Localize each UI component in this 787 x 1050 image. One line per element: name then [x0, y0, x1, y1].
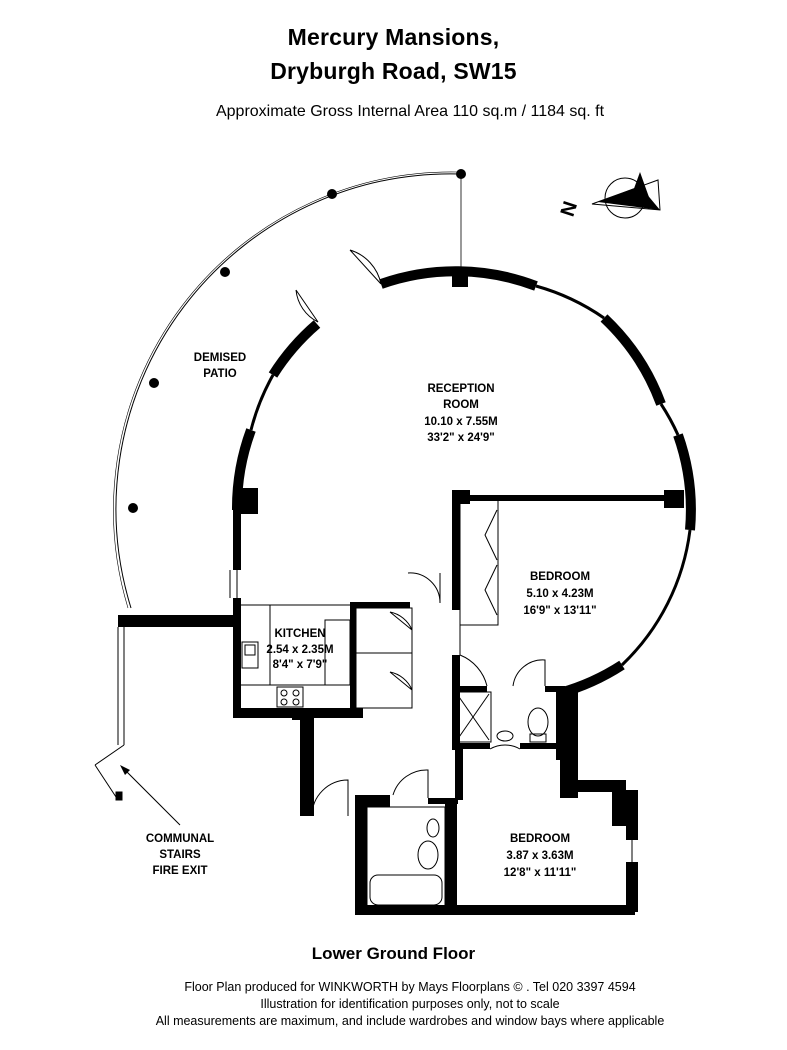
patio-posts: [128, 169, 466, 513]
reception-metric: 10.10 x 7.55M: [424, 416, 498, 428]
kitchen-imperial: 8'4" x 7'9": [273, 659, 328, 671]
reception-name-line2: ROOM: [443, 399, 479, 411]
property-name: Mercury Mansions,: [287, 24, 500, 50]
door-swings: [94, 249, 546, 817]
footer-credit: Floor Plan produced for WINKWORTH by May…: [184, 980, 636, 994]
bedroom1-name: BEDROOM: [530, 571, 590, 583]
internal-lines: [117, 499, 633, 908]
kitchen-sink: [241, 641, 259, 669]
kitchen-name: KITCHEN: [274, 628, 325, 640]
footer-disclaimer: Illustration for identification purposes…: [260, 997, 560, 1011]
bedroom1-imperial: 16'9" x 13'11": [523, 605, 596, 617]
floor-label: Lower Ground Floor: [311, 944, 476, 963]
stairs-label-line2: STAIRS: [159, 849, 201, 861]
demised-patio-boundary: [113, 171, 462, 609]
walls: [118, 275, 684, 915]
property-address: Dryburgh Road, SW15: [270, 58, 517, 84]
stairs-arrow-icon: [120, 765, 181, 826]
gross-internal-area: Approximate Gross Internal Area 110 sq.m…: [215, 103, 605, 120]
stairs-label-line3: FIRE EXIT: [153, 865, 208, 877]
compass-icon: N: [557, 172, 661, 220]
compass-north-label: N: [557, 199, 582, 220]
bedroom2-imperial: 12'8" x 11'11": [504, 867, 577, 879]
wc-fixtures: [417, 707, 549, 870]
reception-name-line1: RECEPTION: [427, 383, 494, 395]
kitchen-hob: [276, 686, 304, 708]
bedroom2-metric: 3.87 x 3.63M: [506, 850, 573, 862]
reception-imperial: 33'2" x 24'9": [427, 432, 495, 444]
patio-label-line2: PATIO: [203, 368, 236, 380]
kitchen-metric: 2.54 x 2.35M: [266, 644, 333, 656]
patio-label-line1: DEMISED: [194, 352, 246, 364]
reception-outer-wall: [231, 266, 696, 698]
footer-measurements-note: All measurements are maximum, and includ…: [155, 1014, 665, 1028]
bedroom2-name: BEDROOM: [510, 833, 570, 845]
bedroom1-metric: 5.10 x 4.23M: [526, 588, 593, 600]
stairs-label-line1: COMMUNAL: [146, 833, 214, 845]
